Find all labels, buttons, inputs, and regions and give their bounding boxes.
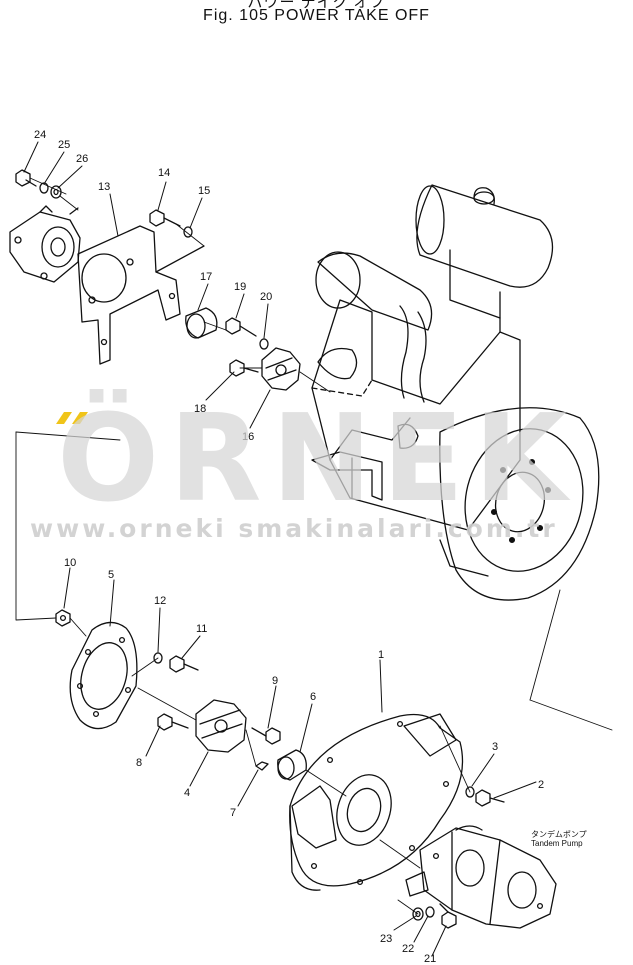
callout-22: 22 (402, 943, 414, 955)
flywheel-housing-cover (289, 713, 464, 891)
callout-7: 7 (230, 807, 236, 819)
tandem-pump (405, 825, 557, 929)
watermark-accent-left (56, 412, 72, 424)
assembly-lines (15, 177, 613, 915)
leader-lines (23, 141, 537, 957)
figure-title-japanese: パワー テイク オフ (247, 0, 386, 11)
callout-18: 18 (194, 403, 206, 415)
pump-bracket (77, 225, 205, 365)
callout-numbers: 24 25 26 13 14 15 17 19 20 18 16 10 5 12… (34, 129, 544, 965)
callout-15: 15 (198, 185, 210, 197)
callout-13: 13 (98, 181, 110, 193)
callout-2: 2 (538, 779, 544, 791)
watermark-word: ÖRNEK (57, 390, 577, 529)
callout-25: 25 (58, 139, 70, 151)
callout-1: 1 (378, 649, 384, 661)
watermark-url: www.orneki smakinalari.com.tr (30, 514, 558, 543)
callout-4: 4 (184, 787, 190, 799)
upper-hardware (15, 169, 301, 391)
callout-12: 12 (154, 595, 166, 607)
callout-23: 23 (380, 933, 392, 945)
callout-5: 5 (108, 569, 114, 581)
callout-21: 21 (424, 953, 436, 965)
adapter-plate (69, 621, 138, 730)
callout-9: 9 (272, 675, 278, 687)
watermark-umlaut-icon (56, 412, 88, 424)
callout-10: 10 (64, 557, 76, 569)
callout-8: 8 (136, 757, 142, 769)
callout-19: 19 (234, 281, 246, 293)
pto-pump-upper (9, 205, 81, 283)
callout-6: 6 (310, 691, 316, 703)
watermark-accent-right (72, 412, 88, 424)
callout-3: 3 (492, 741, 498, 753)
callout-20: 20 (260, 291, 272, 303)
callout-24: 24 (34, 129, 46, 141)
callout-17: 17 (200, 271, 212, 283)
callout-26: 26 (76, 153, 88, 165)
engine-assembly (311, 184, 600, 601)
tandem-pump-label: Tandem Pump (531, 839, 583, 848)
lower-hardware (55, 609, 505, 929)
callout-11: 11 (196, 623, 207, 635)
tandem-pump-label-japanese: タンデムポンプ (531, 830, 587, 839)
callout-16: 16 (242, 431, 254, 443)
figure-title: Fig. 105 POWER TAKE OFF (203, 7, 430, 24)
callout-14: 14 (158, 167, 170, 179)
